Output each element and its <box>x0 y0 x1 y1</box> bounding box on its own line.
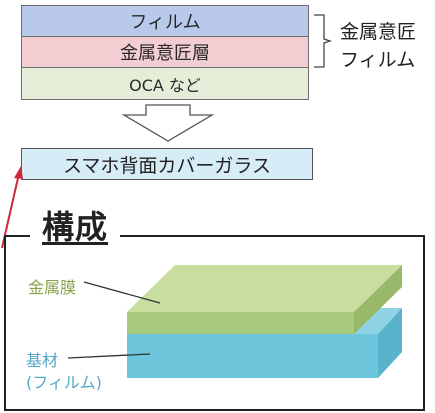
base-label-line1: 基材 <box>26 351 59 370</box>
oca-layer: OCA など <box>22 68 308 99</box>
side-label-line2: フィルム <box>340 49 416 71</box>
metal-decoration-film-label: 金属意匠 フィルム <box>340 18 416 74</box>
base-label-line2: (フィルム) <box>26 373 102 392</box>
layer-stack: フィルム 金属意匠層 OCA など <box>21 5 309 100</box>
metal-decoration-layer: 金属意匠層 <box>22 37 308 68</box>
film-layer: フィルム <box>22 6 308 37</box>
base-film-label: 基材 (フィルム) <box>26 350 102 394</box>
structure-frame <box>4 235 425 411</box>
cover-glass-box: スマホ背面カバーガラス <box>21 148 313 180</box>
side-label-line1: 金属意匠 <box>340 21 417 43</box>
metal-film-label: 金属膜 <box>28 278 77 297</box>
down-arrow-icon <box>121 104 215 142</box>
structure-title: 構成 <box>30 202 121 248</box>
bracket-icon <box>314 14 333 68</box>
